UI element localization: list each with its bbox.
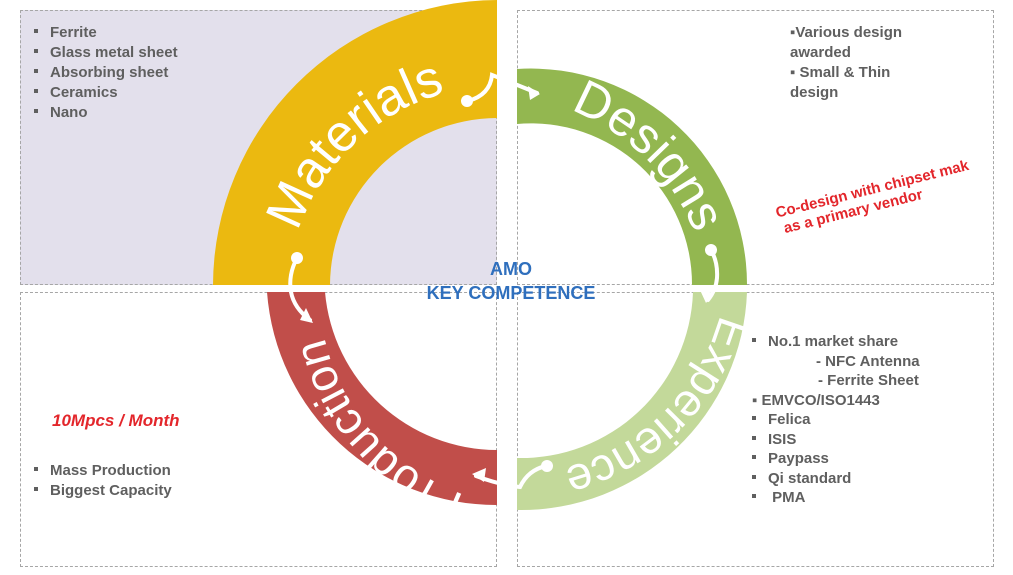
connector-dot-icon (291, 252, 303, 264)
experience-segment (517, 292, 747, 511)
center-title-line1: AMO (490, 259, 532, 279)
list-item: Mass Production (34, 461, 172, 481)
production-segment (267, 292, 497, 506)
bullet-icon (34, 29, 38, 34)
list-item: Glass metal sheet (34, 43, 178, 63)
list-item: Ferrite (34, 23, 178, 43)
list-item: Ceramics (34, 83, 178, 103)
connector-arrow (288, 256, 312, 322)
arrow-head-icon (700, 290, 714, 303)
connector-arrow (466, 72, 539, 103)
designs-segment (517, 68, 748, 285)
list-item: ▪ EMVCO/ISO1443 (752, 391, 880, 409)
list-item: Nano (34, 103, 178, 123)
arrow-head-icon (472, 468, 486, 482)
connector-dot-icon (705, 244, 717, 256)
center-title-line2: KEY COMPETENCE (426, 283, 596, 303)
bullet-icon (752, 455, 756, 460)
center-title: AMO KEY COMPETENCE (383, 257, 639, 305)
designs-panel (517, 10, 994, 285)
connector-dot-icon (461, 95, 473, 107)
list-item: ▪Various design (790, 24, 903, 41)
bullet-icon (34, 89, 38, 94)
bullet-icon (34, 49, 38, 54)
bullet-icon (752, 494, 756, 499)
list-item: PMA (752, 488, 920, 508)
production-label: Production (284, 335, 469, 534)
bullet-icon (34, 109, 38, 114)
bullet-icon (752, 416, 756, 421)
list-item: No.1 market share (752, 332, 920, 352)
arrow-head-icon (528, 86, 540, 100)
list-item: Biggest Capacity (34, 481, 172, 501)
bullet-icon (34, 487, 38, 492)
list-item: Felica (752, 410, 920, 430)
production-list: Mass Production Biggest Capacity (34, 461, 172, 501)
experience-list: No.1 market share - NFC Antenna - Ferrit… (752, 332, 920, 508)
experience-panel (517, 292, 994, 567)
list-item: Qi standard (752, 469, 920, 489)
list-item: ISIS (752, 430, 920, 450)
designs-label: Designs (566, 69, 736, 238)
bullet-icon (752, 435, 756, 440)
list-item: awarded (790, 44, 851, 61)
bullet-icon (752, 474, 756, 479)
materials-segment (213, 0, 497, 285)
list-item: Paypass (752, 449, 920, 469)
list-item: Absorbing sheet (34, 63, 178, 83)
production-highlight: 10Mpcs / Month (52, 411, 180, 430)
bullet-icon (34, 467, 38, 472)
production-panel (20, 292, 497, 567)
arrow-head-icon (300, 308, 313, 323)
list-item: - Ferrite Sheet (818, 372, 919, 389)
designs-list: ▪Various design awarded ▪ Small & Thin d… (790, 23, 902, 103)
list-item: design (790, 84, 839, 101)
bullet-icon (34, 69, 38, 74)
list-item: - NFC Antenna (816, 352, 920, 370)
bullet-icon (752, 338, 756, 343)
list-item: ▪ Small & Thin (790, 64, 891, 81)
materials-list: Ferrite Glass metal sheet Absorbing shee… (34, 23, 178, 123)
experience-label: Experience (561, 311, 761, 508)
connector-arrow (474, 464, 548, 490)
connector-dot-icon (541, 460, 553, 472)
